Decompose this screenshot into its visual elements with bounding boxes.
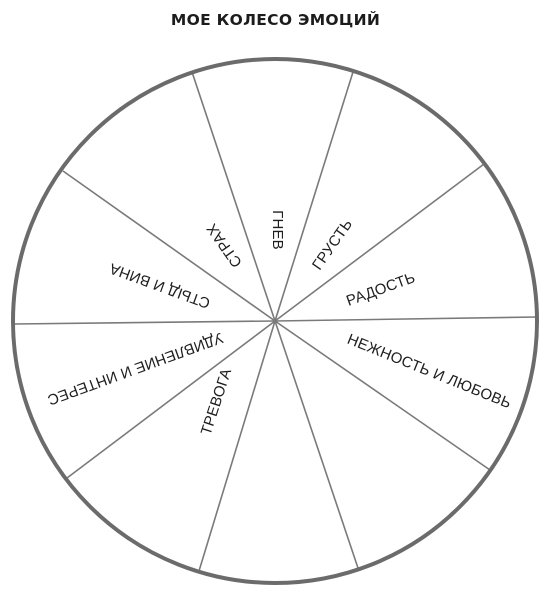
- wheel-rim: [11, 57, 539, 585]
- spoke-4: [274, 316, 538, 322]
- spoke-8: [66, 320, 276, 479]
- spoke-3: [274, 163, 485, 322]
- segment-label-shame-guilt: СТЫД И ВИНА: [107, 259, 212, 311]
- segment-label-fear: СТРАХ: [203, 220, 245, 270]
- spoke-7: [198, 320, 276, 572]
- spoke-9: [13, 320, 276, 325]
- wheel-title: МОЕ КОЛЕСО ЭМОЦИЙ: [170, 11, 381, 29]
- spoke-10: [62, 170, 276, 322]
- spoke-5: [274, 320, 491, 471]
- segment-label-joy: РАДОСТЬ: [344, 269, 418, 310]
- segment-label-anxiety: ТРЕВОГА: [198, 366, 235, 437]
- segment-label-surprise-interest: УДИВЛЕНИЕ И ИНТЕРЕС: [45, 329, 225, 408]
- segment-label-anger: ГНЕВ: [269, 210, 286, 250]
- spoke-2: [274, 71, 354, 322]
- spoke-6: [274, 320, 359, 569]
- wheel-spokes: [13, 71, 538, 572]
- segment-label-tenderness-love: НЕЖНОСТЬ И ЛЮБОВЬ: [345, 331, 514, 412]
- spoke-1: [191, 71, 276, 322]
